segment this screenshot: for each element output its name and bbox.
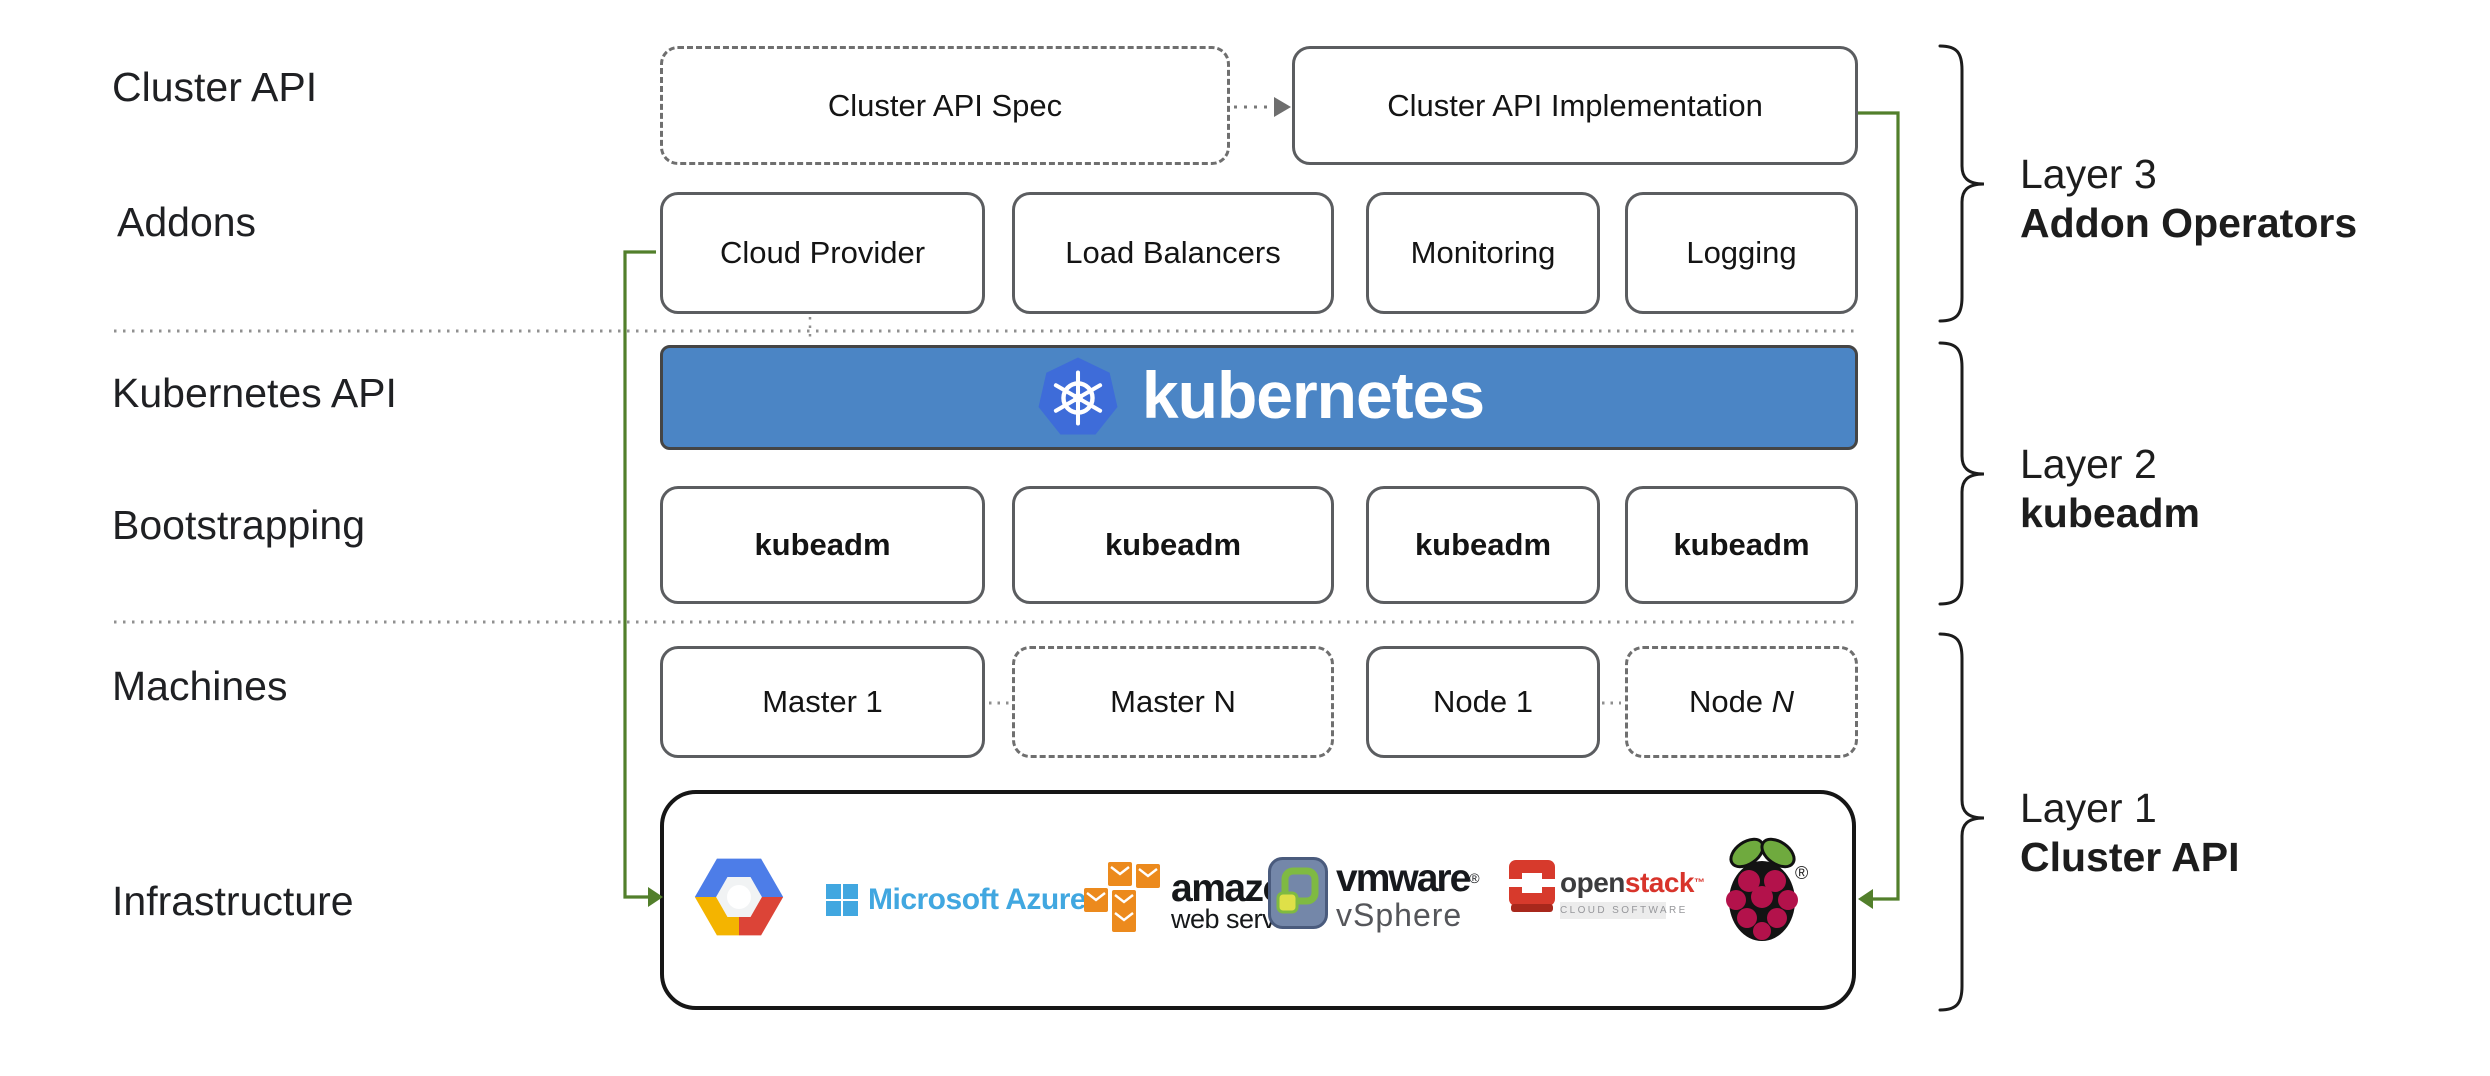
microsoft-azure-logo-icon [826, 884, 858, 916]
openstack-wordmark: openstack™ CLOUD SOFTWARE [1560, 868, 1705, 919]
layer-2-brace [1938, 341, 1985, 606]
load-balancers-box: Load Balancers [1012, 192, 1334, 314]
spec-to-implementation-arrowhead-icon [1274, 97, 1291, 117]
cloud-software-text: CLOUD SOFTWARE [1560, 902, 1685, 919]
kubeadm-label: kubeadm [1673, 527, 1810, 562]
right-green-arrowhead-icon [1858, 889, 1873, 909]
master-n-box: Master N [1012, 646, 1334, 758]
monitoring-label: Monitoring [1410, 235, 1556, 270]
layer-1-number: Layer 1 [2020, 785, 2157, 831]
layer-2-label: Layer 2 kubeadm [2020, 440, 2200, 538]
cluster-api-implementation-box: Cluster API Implementation [1292, 46, 1858, 165]
layer-2-name: kubeadm [2020, 490, 2200, 536]
layer-3-name: Addon Operators [2020, 200, 2358, 246]
row-label-cluster-api: Cluster API [112, 64, 318, 110]
layer-3-number: Layer 3 [2020, 151, 2157, 197]
vmware-text: vmware® [1336, 857, 1480, 900]
master-1-box: Master 1 [660, 646, 985, 758]
master-n-label: Master N [1110, 684, 1236, 719]
node-n-box: Node N [1625, 646, 1858, 758]
layer-1-brace [1938, 632, 1985, 1012]
vsphere-text: vSphere [1336, 897, 1463, 933]
kubernetes-banner: kubernetes [660, 345, 1858, 450]
cluster-api-spec-label: Cluster API Spec [827, 87, 1063, 123]
google-cloud-logo-icon [694, 858, 784, 936]
logging-box: Logging [1625, 192, 1858, 314]
row-label-kubernetes-api: Kubernetes API [112, 370, 397, 416]
row-label-addons: Addons [117, 199, 257, 245]
openstack-logo-icon [1509, 860, 1555, 912]
cloud-provider-to-infrastructure-arrow [623, 250, 656, 899]
logging-label: Logging [1686, 235, 1797, 270]
cloud-provider-label: Cloud Provider [719, 235, 926, 270]
kubeadm-label: kubeadm [1104, 527, 1242, 562]
row-label-machines: Machines [112, 663, 288, 709]
cluster-api-implementation-label: Cluster API Implementation [1387, 87, 1763, 123]
kubeadm-box-2: kubeadm [1012, 486, 1334, 604]
layer-1-label: Layer 1 Cluster API [2020, 784, 2239, 882]
load-balancers-label: Load Balancers [1065, 235, 1281, 270]
layer-1-name: Cluster API [2020, 834, 2240, 880]
vmware-vsphere-logo-icon [1268, 857, 1328, 929]
vmware-wordmark: vmware® vSphere [1336, 857, 1480, 933]
aws-logo-icon [1084, 862, 1160, 932]
layer-2-number: Layer 2 [2020, 441, 2157, 487]
monitoring-box: Monitoring [1366, 192, 1600, 314]
node-1-label: Node 1 [1433, 684, 1533, 719]
layer-3-label: Layer 3 Addon Operators [2020, 150, 2357, 248]
kubernetes-logo-icon [1038, 357, 1118, 434]
microsoft-azure-wordmark: Microsoft Azure [868, 883, 1087, 916]
layer-3-brace [1938, 44, 1985, 323]
kubeadm-label: kubeadm [1414, 527, 1552, 562]
implementation-to-infrastructure-arrow [1858, 111, 1900, 901]
cloud-provider-box: Cloud Provider [660, 192, 985, 314]
kubeadm-box-4: kubeadm [1625, 486, 1858, 604]
row-label-bootstrapping: Bootstrapping [112, 502, 366, 548]
kubeadm-box-3: kubeadm [1366, 486, 1600, 604]
node-n-label: Node N [1688, 684, 1795, 719]
kubeadm-box-1: kubeadm [660, 486, 985, 604]
master-1-label: Master 1 [762, 684, 883, 719]
raspberry-pi-logo-icon: ® [1726, 837, 1808, 941]
infrastructure-box [660, 790, 1856, 1010]
kubernetes-wordmark: kubernetes [1141, 357, 1485, 432]
raspberry-registered-mark: ® [1795, 863, 1808, 883]
kubeadm-label: kubeadm [754, 527, 891, 562]
row-label-infrastructure: Infrastructure [112, 878, 354, 924]
node-1-box: Node 1 [1366, 646, 1600, 758]
openstack-text: openstack™ [1560, 867, 1705, 898]
cluster-api-spec-box: Cluster API Spec [660, 46, 1230, 165]
